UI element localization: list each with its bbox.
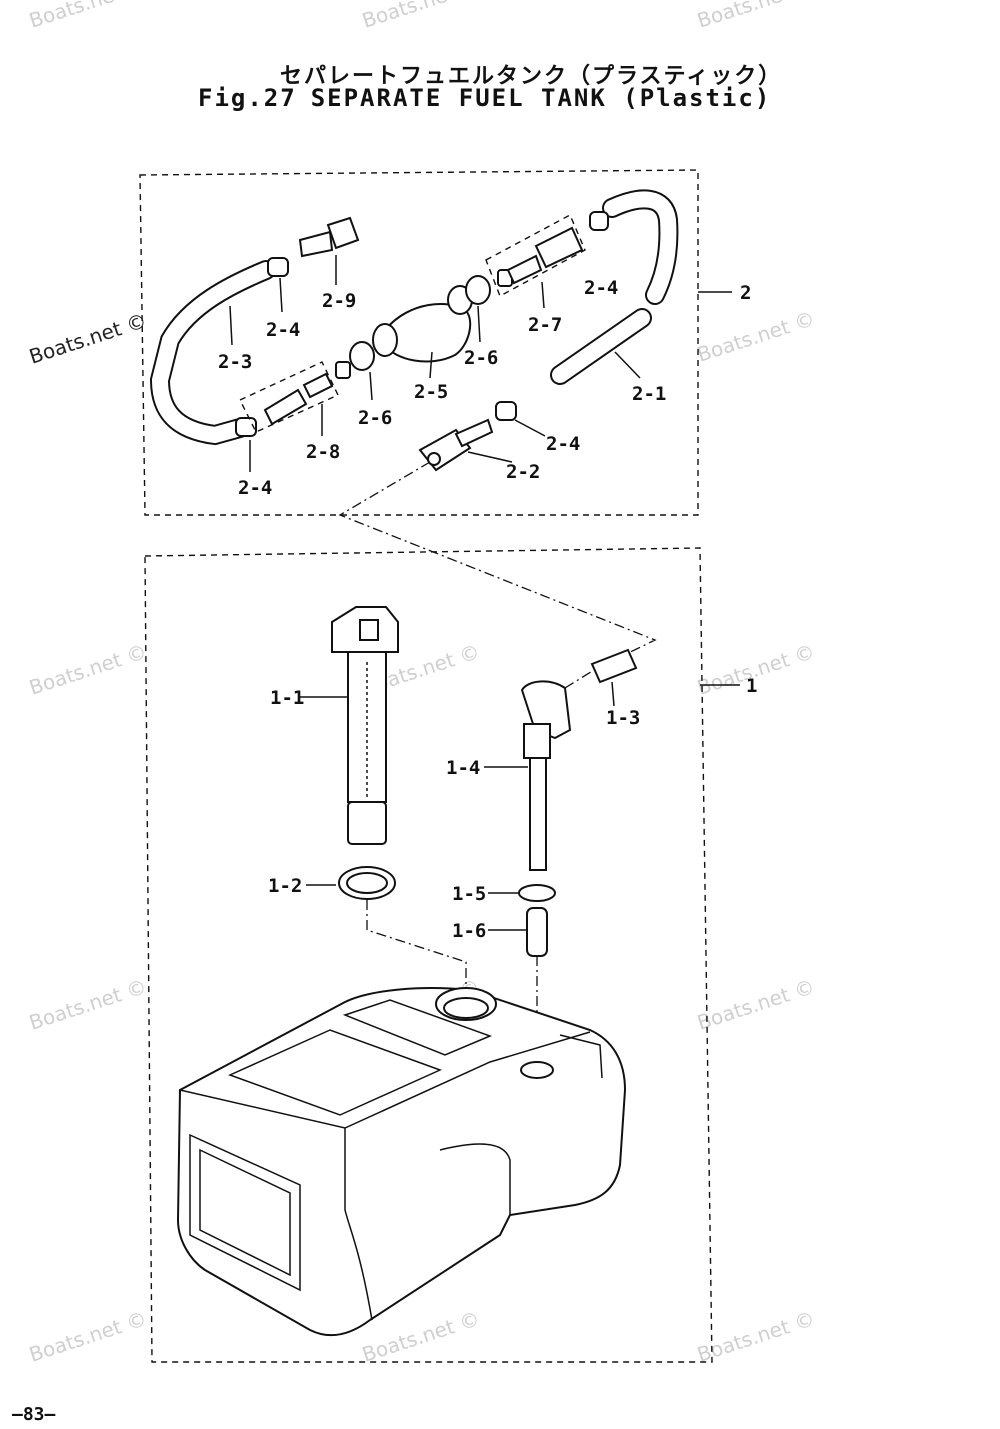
fuel-elbow-1-4-thread [523,723,551,759]
leader-line [514,419,546,437]
connector-2-8 [263,388,308,426]
callout-1-6: 1-6 [452,920,486,942]
callout-2-2: 2-2 [506,461,540,483]
watermark: Boats.net © [359,0,482,33]
connector-2-7-group [485,214,586,297]
fuel-tank-edge [179,1031,591,1129]
callout-2-5: 2-5 [414,381,448,403]
watermark: Boats.net © [694,974,817,1035]
fitting-1-3 [590,648,638,684]
page-number: —83— [12,1404,56,1425]
watermark: Boats.net © [694,306,817,367]
leader-line [541,281,545,309]
japanese-title: セパレートフュエルタンク（プラスティック） [280,64,783,89]
callout-group-2: 2 [740,282,751,304]
fuel-gauge-float-housing [347,801,387,845]
callout-1-1: 1-1 [270,687,304,709]
leader-line [614,351,641,379]
fuel-connector-2-2-barb [454,418,494,448]
o-ring-1-5 [518,884,556,902]
callout-2-4: 2-4 [546,433,580,455]
connector-2-8-tip [302,372,334,399]
primer-bulb-end [372,323,398,357]
gasket-1-2-inner [346,872,388,894]
watermark: Boats.net © [26,1306,149,1367]
callout-1-5: 1-5 [452,883,486,905]
connector-2-9-head [326,216,360,250]
callout-2-4: 2-4 [238,477,272,499]
fuel-tank-assembly-group: 1 1-1 1-2 1-3 1-4 1-5 1-6 [144,547,757,1363]
connection-line [338,461,657,659]
fuel-tank-edge [559,1034,603,1079]
leader-line [477,305,481,343]
fuel-tank-handle-recess [189,1133,301,1292]
leader-line [279,277,283,313]
fuel-tank-handle-recess [199,1148,291,1277]
hose-clamp-2-4 [235,417,257,437]
leader-line [467,451,513,463]
connector-2-7-tip [506,254,543,285]
connector-2-9-body [298,230,334,258]
group-2-boundary [139,169,699,516]
fuel-tank-filler-opening [443,997,489,1019]
callout-2-9: 2-9 [322,290,356,312]
fuel-tank-panel [228,1029,442,1116]
fuel-tank-edge [439,1143,511,1215]
fuel-gauge-cap-slot [359,619,379,641]
callout-2-6: 2-6 [464,347,498,369]
fuel-filter-1-6 [526,907,548,957]
valve-insert [335,361,351,379]
guide-line [366,900,467,995]
callout-2-3: 2-3 [218,351,252,373]
guide-line [564,669,595,689]
fuel-pickup-tube [529,757,547,871]
fuel-tank-outlet-port [520,1061,554,1079]
callout-1-3: 1-3 [606,707,640,729]
hose-clamp-2-4 [495,401,517,421]
hose-2-1 [552,310,650,383]
watermark: Boats.net © [26,639,149,700]
callout-2-1: 2-1 [632,383,666,405]
fuel-tank-body [176,987,627,1337]
hose-clamp-2-4 [589,211,609,231]
fuel-connector-2-2-port [427,452,441,466]
watermark-dark: Boats.net © [26,308,149,369]
leader-line [229,305,233,346]
hose-top-right [604,191,677,303]
check-valve-2-6 [349,341,375,371]
callout-1-2: 1-2 [268,875,302,897]
connector-2-7 [534,226,584,269]
fuel-tank-edge [344,1128,373,1321]
watermark: Boats.net © [26,974,149,1035]
callout-group-1: 1 [746,675,757,697]
callout-1-4: 1-4 [446,757,480,779]
callout-2-6: 2-6 [358,407,392,429]
callout-2-8: 2-8 [306,441,340,463]
group-1-boundary [144,547,713,1363]
leader-line [369,371,373,401]
figure-name: SEPARATE FUEL TANK (Plastic) [310,84,772,112]
watermark: Boats.net © [26,0,149,33]
connector-2-8-group [239,361,339,433]
hose-2-3 [151,262,274,444]
leader-line [429,351,433,379]
primer-bulb-2-5 [384,303,472,363]
watermark: Boats.net © [694,1306,817,1367]
callout-2-4: 2-4 [584,277,618,299]
fuel-hose-assembly-group: 2 2-9 2-4 2-3 2-4 2-7 2-6 2-5 2-6 2-1 2-… [139,169,751,516]
figure-number: Fig.27 [198,84,297,112]
leader-line [611,681,615,707]
fuel-tank-panel [342,999,493,1056]
hose-clamp-2-4 [267,257,289,277]
watermark: Boats.net © [694,0,817,33]
check-valve-2-6 [465,275,491,305]
callout-2-7: 2-7 [528,314,562,336]
callout-2-4: 2-4 [266,319,300,341]
figure-title: Fig.27 SEPARATE FUEL TANK (Plastic) [198,84,785,112]
